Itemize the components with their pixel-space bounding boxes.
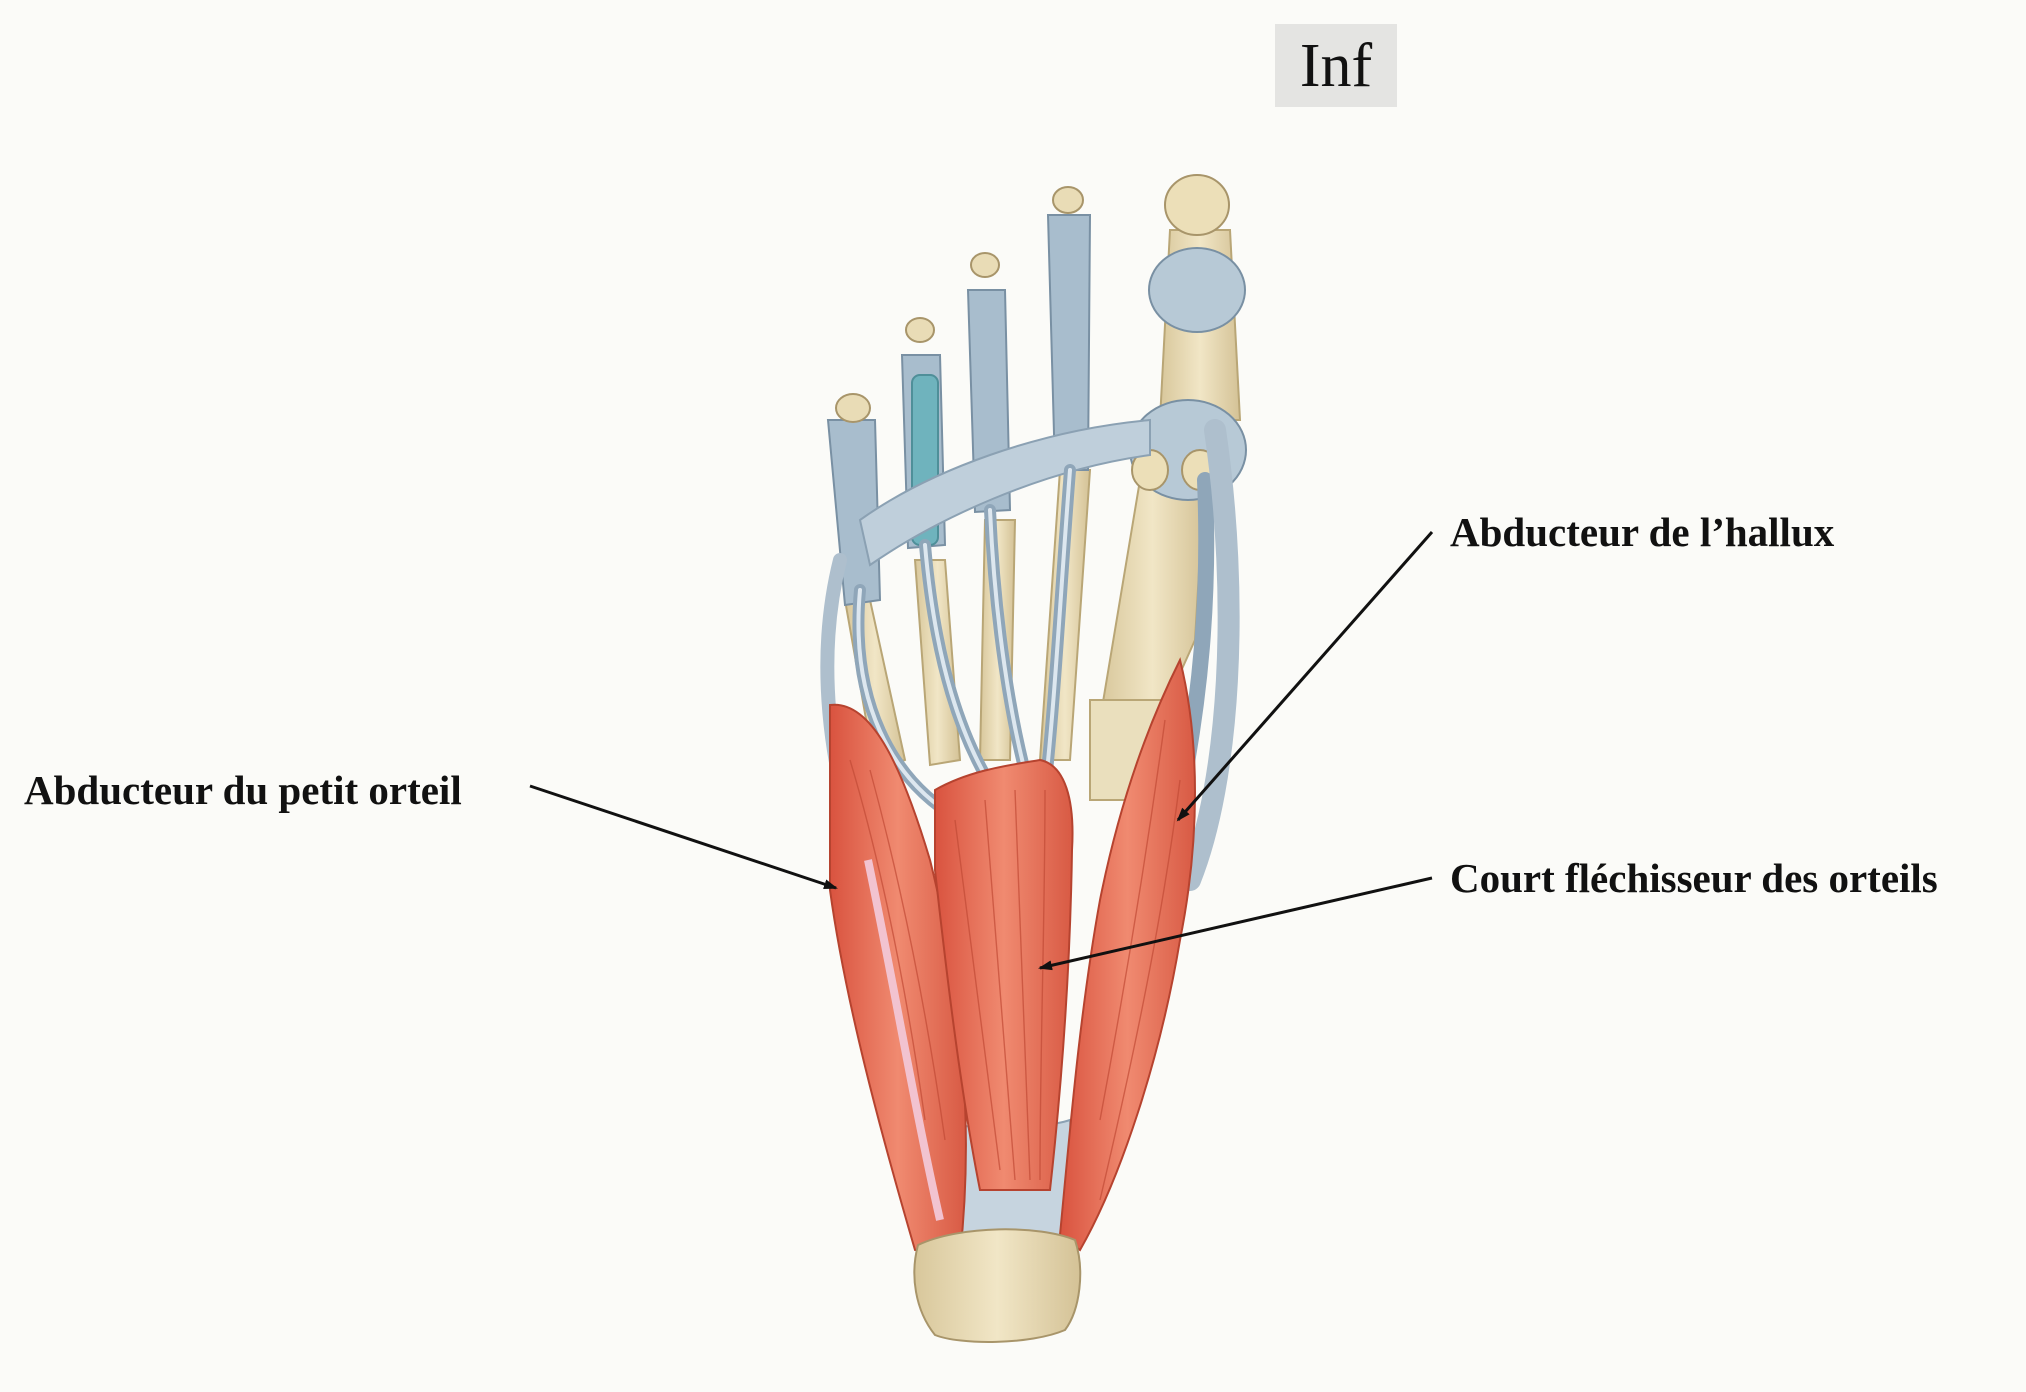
orientation-label: Inf: [1275, 24, 1397, 107]
label-pointers: [529, 531, 1434, 971]
calcaneus-bone: [913, 1228, 1082, 1343]
abducteur-petit-orteil-muscle: [829, 703, 967, 1257]
arrow-court-flechisseur: [1038, 876, 1433, 971]
muscle-fiber-lines: [849, 719, 1181, 1201]
court-flechisseur-muscle: [934, 758, 1074, 1191]
label-abducteur-petit-orteil: Abducteur du petit orteil: [24, 767, 462, 813]
abducteur-hallux-muscle: [1058, 657, 1196, 1252]
abducteur-petit-orteil-tendon-stripe: [864, 859, 944, 1221]
arrow-abducteur-petit-orteil: [529, 784, 838, 890]
label-abducteur-hallux: Abducteur de l’hallux: [1450, 509, 1835, 555]
transverse-ligament: [858, 418, 1151, 567]
arrow-abducteur-hallux: [1176, 531, 1434, 822]
label-court-flechisseur: Court fléchisseur des orteils: [1450, 855, 1938, 901]
